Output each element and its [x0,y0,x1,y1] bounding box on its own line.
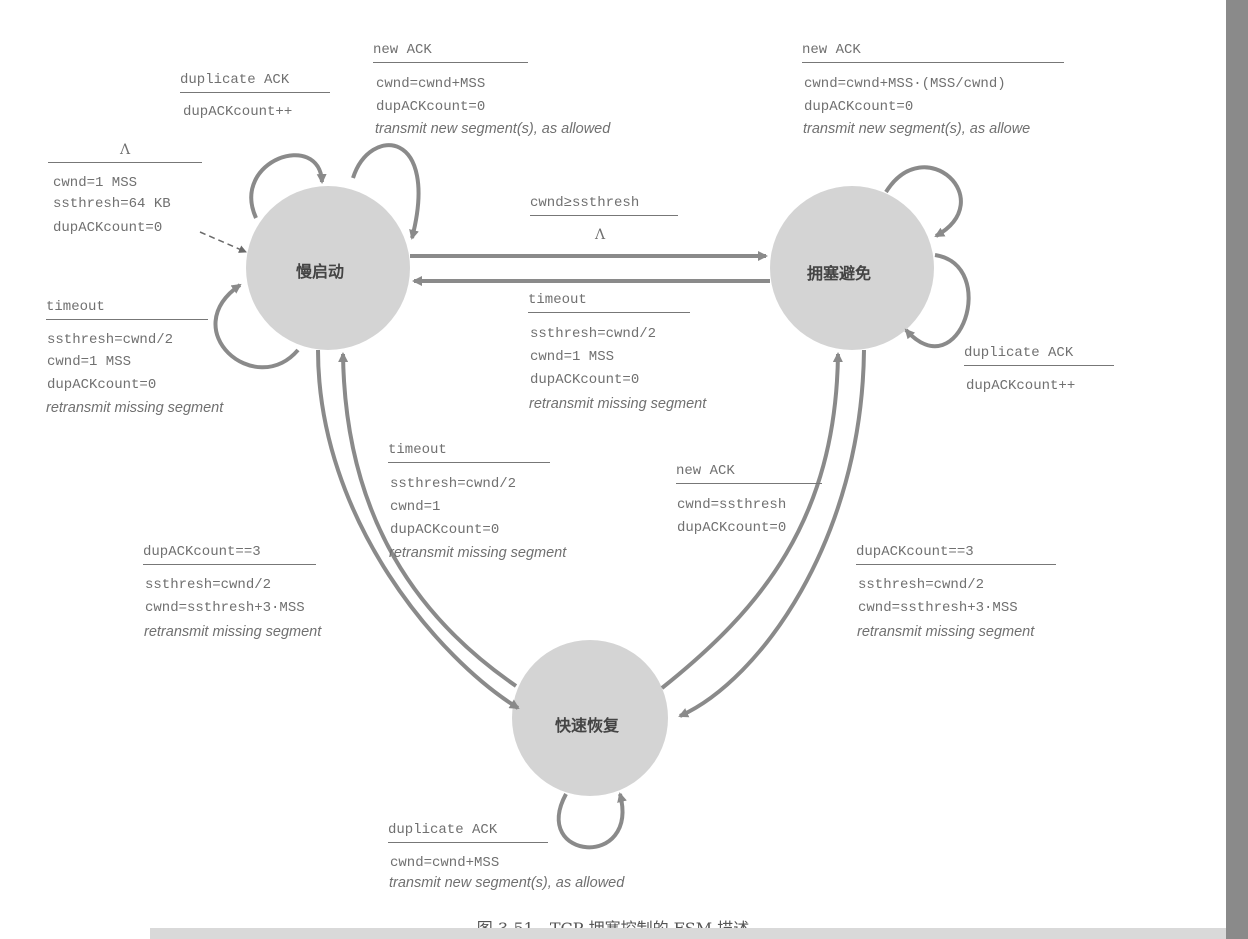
ca-to-ss-timeout-action: dupACKcount=0 [530,372,640,388]
arrow-fr-to-ss [338,352,518,688]
ca-to-fr-event: dupACKcount==3 [856,542,1056,565]
ss-timeout-note: retransmit missing segment [46,400,224,416]
ss-timeout-action: ssthresh=cwnd/2 [47,332,174,348]
fr-to-ca-new-ack-action: dupACKcount=0 [677,520,787,536]
state-label-slow-start: 慢启动 [296,262,345,281]
ss-new-ack-action: dupACKcount=0 [376,99,486,115]
ca-to-ss-timeout-action: ssthresh=cwnd/2 [530,326,657,342]
fr-to-ss-timeout-event: timeout [388,440,550,463]
fr-dup-ack-note: transmit new segment(s), as allowed [389,875,625,891]
arrow-ca-to-fr [678,349,866,718]
loop-ca-dup-ack [904,253,971,349]
ss-new-ack-action: cwnd=cwnd+MSS [376,76,486,92]
ss-new-ack-note: transmit new segment(s), as allowed [375,121,611,137]
ca-new-ack-action: cwnd=cwnd+MSS·(MSS/cwnd) [804,76,1006,92]
init-action: ssthresh=64 KB [53,196,171,212]
ss-to-fr-action: cwnd=ssthresh+3·MSS [145,600,305,616]
ca-to-fr-action: cwnd=ssthresh+3·MSS [858,600,1018,616]
init-action: dupACKcount=0 [53,220,163,236]
state-label-congestion-avoidance: 拥塞避免 [807,264,872,283]
arrow-fr-to-ca [660,352,843,690]
ca-dup-ack-action: dupACKcount++ [966,378,1076,394]
init-arrow [199,231,247,253]
ca-to-ss-timeout-note: retransmit missing segment [529,396,707,412]
fr-to-ss-timeout-action: ssthresh=cwnd/2 [390,476,517,492]
ca-new-ack-note: transmit new segment(s), as allowe [803,121,1031,137]
arrow-ss-to-fr [316,349,520,710]
ss-to-fr-event: dupACKcount==3 [143,542,316,565]
ss-dup-ack-event: duplicate ACK [180,70,330,93]
init-event: Λ [48,140,202,163]
fr-dup-ack-event: duplicate ACK [388,820,548,843]
fr-dup-ack-action: cwnd=cwnd+MSS [390,855,500,871]
fr-to-ca-new-ack-action: cwnd=ssthresh [677,497,787,513]
ca-to-ss-timeout-event: timeout [528,290,690,313]
loop-fr-dup-ack [556,792,627,850]
state-slow-start [246,186,410,350]
loop-ca-new-ack [884,165,963,238]
fr-to-ss-timeout-note: retransmit missing segment [389,545,567,561]
ss-to-fr-note: retransmit missing segment [144,624,322,640]
page-bottom-strip [150,928,1226,939]
state-fast-recovery [512,640,668,796]
state-label-fast-recovery: 快速恢复 [555,716,620,735]
ca-to-fr-note: retransmit missing segment [857,624,1035,640]
ss-to-ca-action: Λ [595,227,606,243]
ca-new-ack-action: dupACKcount=0 [804,99,914,115]
ss-new-ack-event: new ACK [373,40,528,63]
ss-to-ca-event: cwnd≥ssthresh [530,193,678,216]
ss-to-fr-action: ssthresh=cwnd/2 [145,577,272,593]
ca-dup-ack-event: duplicate ACK [964,343,1114,366]
ca-to-ss-timeout-action: cwnd=1 MSS [530,349,615,365]
fr-to-ss-timeout-action: cwnd=1 [390,499,441,515]
loop-ss-new-ack [351,143,421,240]
page-edge-strip [1226,0,1248,939]
ss-timeout-action: dupACKcount=0 [47,377,157,393]
fr-to-ca-new-ack-event: new ACK [676,461,822,484]
ss-timeout-action: cwnd=1 MSS [47,354,132,370]
fr-to-ss-timeout-action: dupACKcount=0 [390,522,500,538]
loop-ss-dup-ack [249,153,327,219]
loop-ss-timeout [213,283,300,370]
ss-dup-ack-action: dupACKcount++ [183,104,293,120]
init-action: cwnd=1 MSS [53,175,138,191]
ca-to-fr-action: ssthresh=cwnd/2 [858,577,985,593]
ca-new-ack-event: new ACK [802,40,1064,63]
state-congestion-avoidance [770,186,934,350]
ss-timeout-event: timeout [46,297,208,320]
